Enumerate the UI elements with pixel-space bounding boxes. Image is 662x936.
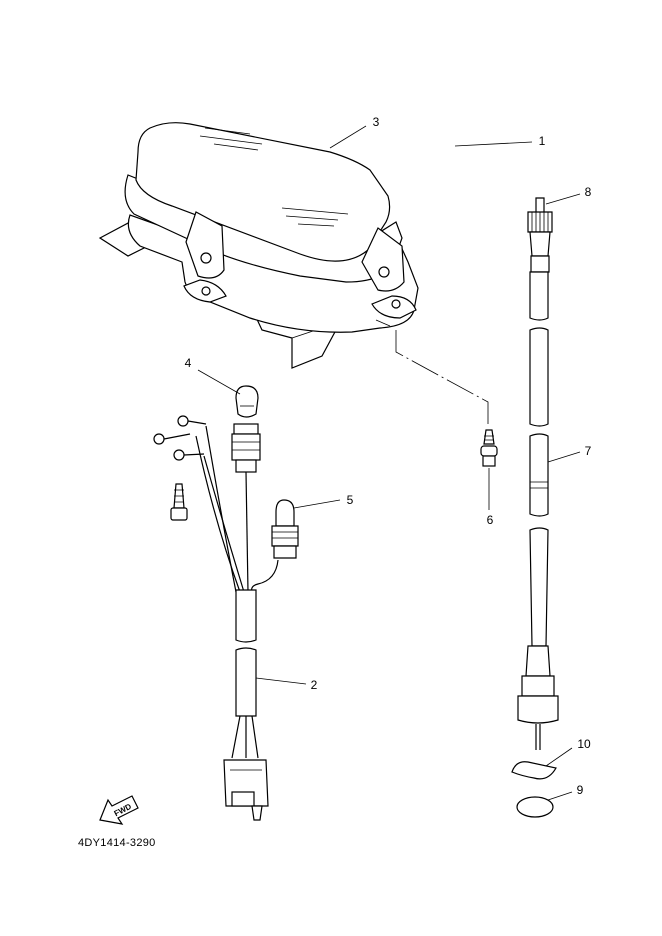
wire-harness-part-2 [153,415,279,821]
diagram-part-code: 4DY1414-3290 [78,837,156,849]
fwd-arrow-icon: FWD [99,795,139,825]
callout-5: 5 [346,493,354,507]
callout-9: 9 [576,783,584,797]
leader-line-1 [454,141,533,147]
leader-line-8 [545,193,581,205]
leader-line-5 [293,499,341,509]
meter-assembly [98,122,419,369]
meter-cable-part-7 [517,197,559,750]
leader-line-10 [545,747,573,767]
grommet-part-9 [516,796,554,818]
callout-1: 1 [538,134,546,148]
callout-7: 7 [584,444,592,458]
leader-line-3 [329,125,367,149]
callout-2: 2 [310,678,318,692]
callout-4: 4 [184,356,192,370]
bolt-icon [170,483,188,521]
leader-line-2 [255,677,307,685]
clip-part-10 [511,761,557,780]
bulb-part-4 [235,385,259,418]
callout-8: 8 [584,185,592,199]
callout-3: 3 [372,115,380,129]
leader-line-4 [197,369,241,395]
leader-line-7 [547,451,581,463]
locator-line-6 [395,330,489,424]
screw-part-6 [480,429,498,467]
callout-10: 10 [577,737,591,751]
callout-6: 6 [486,513,494,527]
leader-line-9 [547,791,573,801]
bulb-socket-part-5 [271,499,299,559]
